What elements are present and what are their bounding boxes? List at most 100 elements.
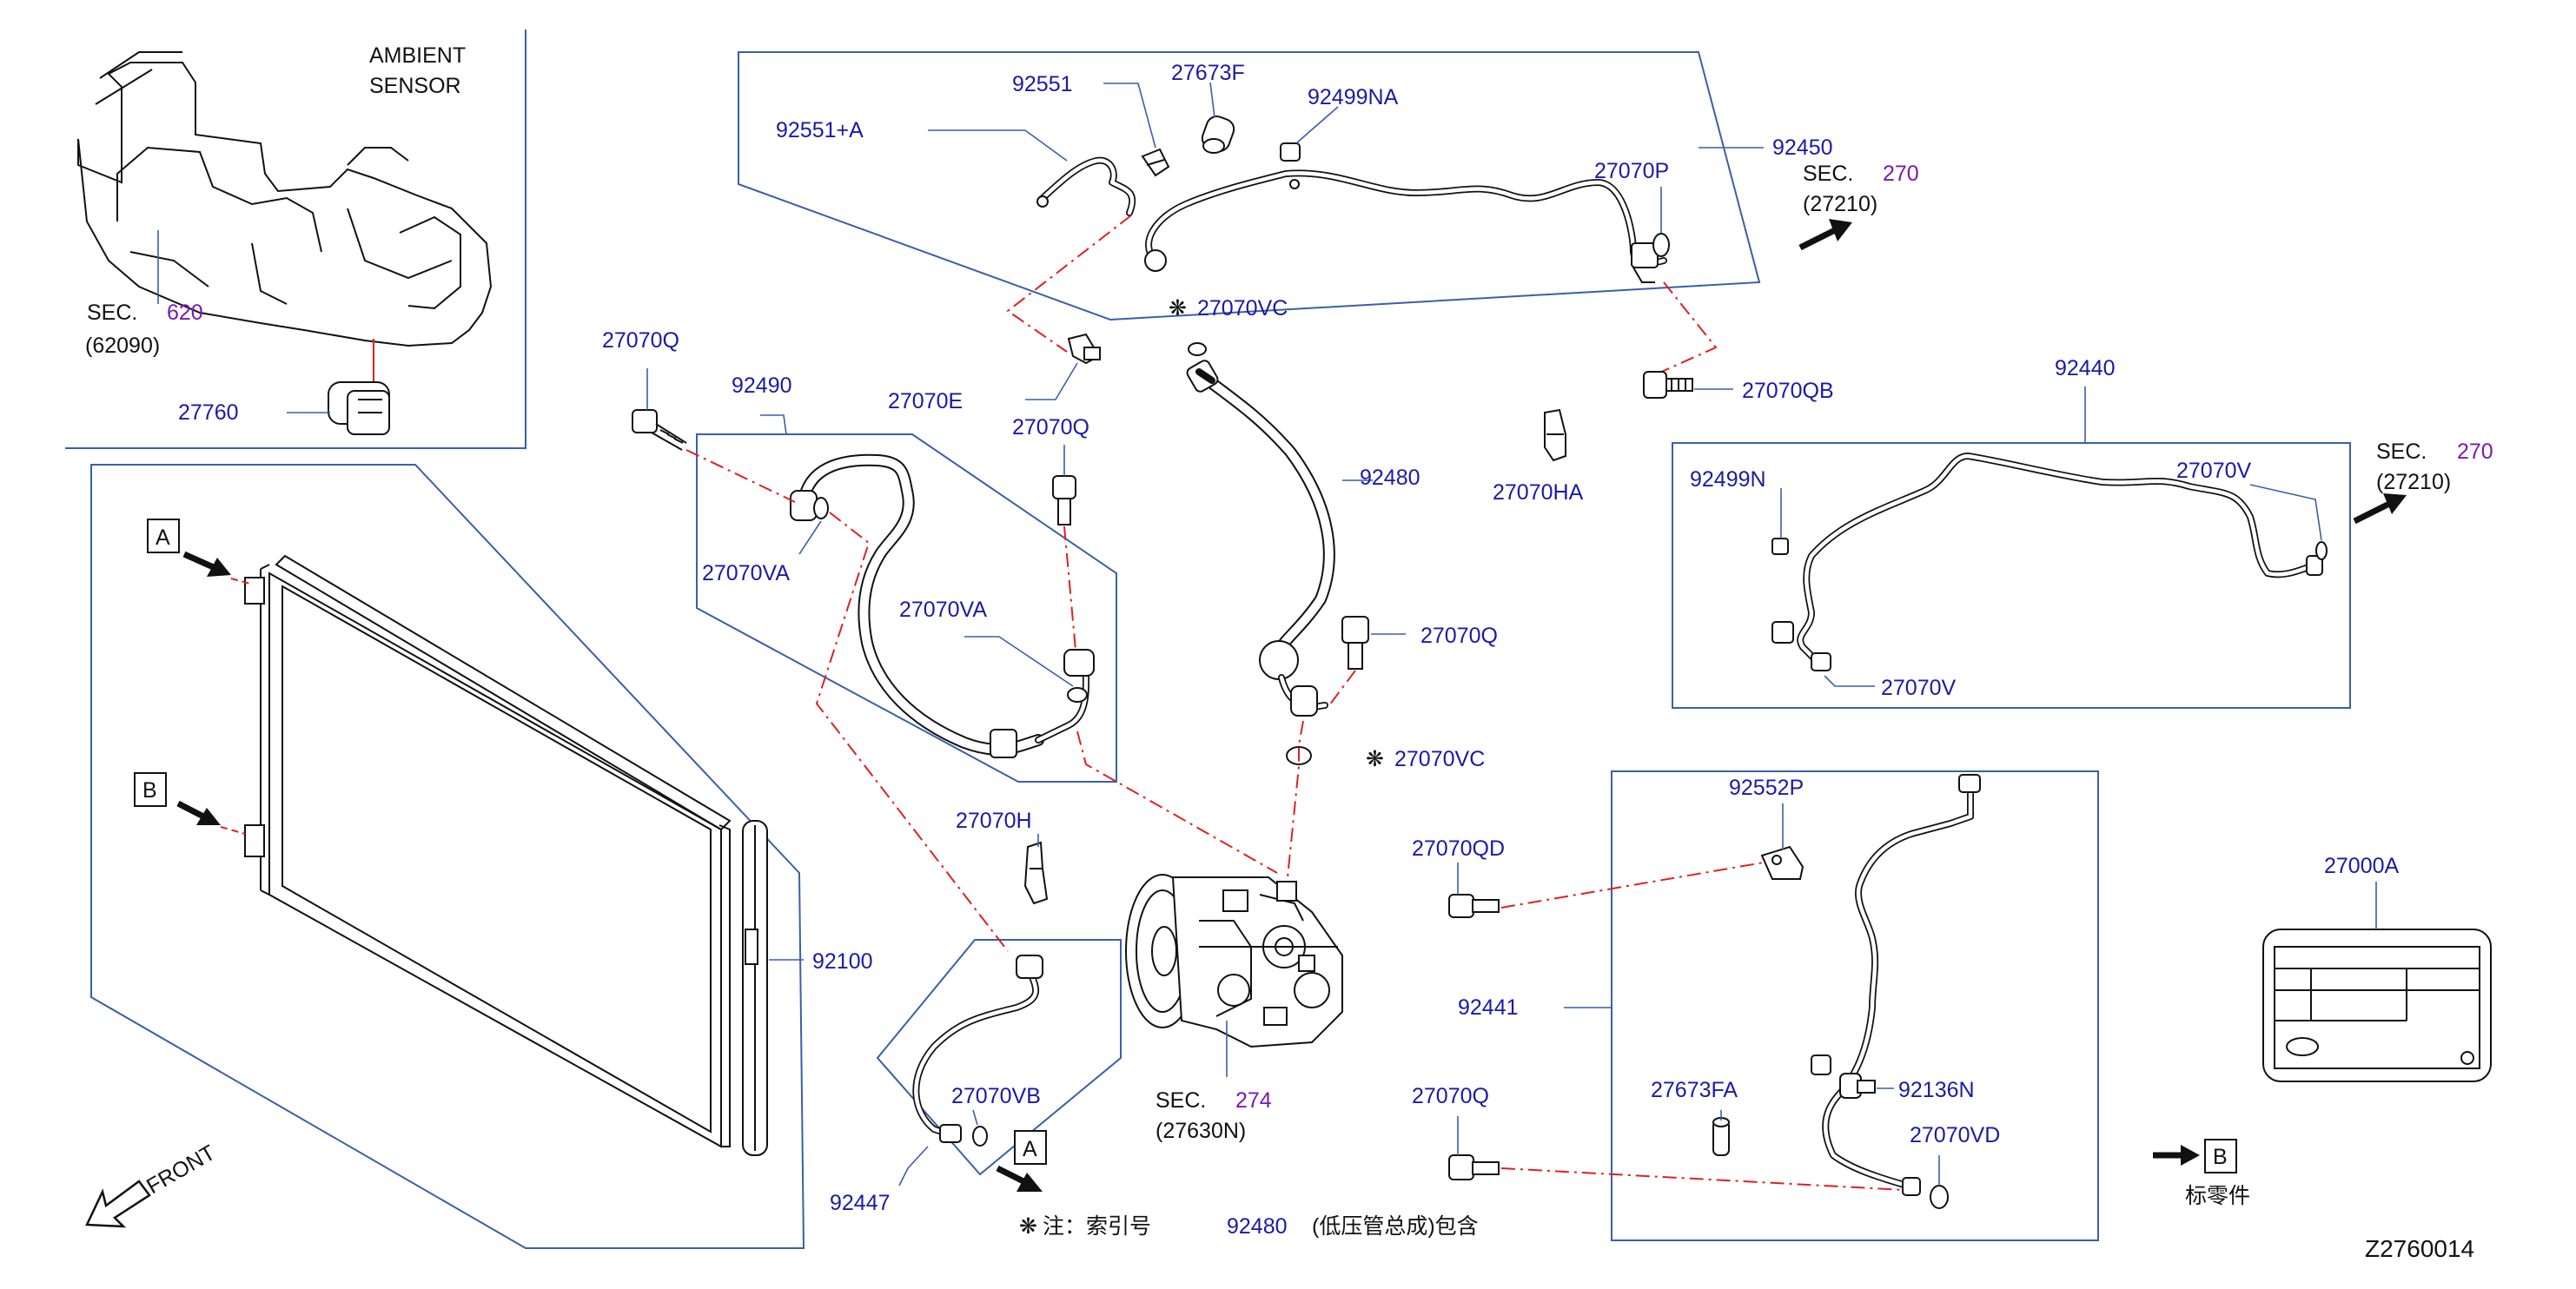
bolt-27070Q-a-drawing (632, 409, 687, 451)
part-27000A: 27000A (2324, 854, 2400, 878)
frame-tube-92440 (1672, 442, 2351, 709)
part-27070E: 27070E (888, 389, 963, 413)
part-92447: 92447 (830, 1191, 891, 1215)
bolt-27070QD-drawing (1448, 894, 1500, 918)
cap-92499N-drawing (1771, 538, 1789, 555)
leader-27673F (1209, 82, 1215, 118)
leader-92551A-b (1024, 129, 1068, 162)
oring-27070VB-drawing (972, 1126, 988, 1147)
part-92440: 92440 (2055, 356, 2116, 380)
oring-27070VA-b-drawing (1067, 687, 1088, 703)
arrow-sec270-mid (2353, 493, 2407, 525)
bolt-27070Q-c-drawing (1341, 616, 1369, 670)
svg-text:270: 270 (1883, 162, 1919, 186)
tube-92440-drawing (1771, 453, 2323, 671)
phantom-27070QD-92552P (1500, 862, 1765, 909)
snowflake-27070VC-top-icon: ❋ (1169, 296, 1187, 321)
footnote-prefix: 注：索引号 (1043, 1214, 1151, 1239)
part-27070Q-c: 27070Q (1420, 624, 1498, 648)
part-92441: 92441 (1458, 995, 1519, 1020)
bracket-92552P-drawing (1760, 845, 1805, 880)
phantom-27070Q-b-92490 (1063, 526, 1076, 651)
marker-b-condenser: B (134, 772, 167, 807)
oring-27070VD-drawing (1930, 1185, 1949, 1209)
arrow-sec270-top (1798, 219, 1852, 251)
front-arrow-icon (85, 1180, 151, 1228)
hose-92480-drawing (1186, 360, 1335, 717)
clip-27070H-drawing (1023, 841, 1049, 905)
arrow-a-lower (996, 1165, 1043, 1192)
leader-27070VB (972, 1109, 978, 1126)
svg-text:(27630N): (27630N) (1156, 1119, 1246, 1143)
part-27760: 27760 (178, 400, 239, 425)
arrow-b-legend (2153, 1145, 2200, 1166)
frame-hose-92450 (738, 51, 1761, 321)
svg-text:620: 620 (167, 301, 203, 325)
part-27070VC-bot: 27070VC (1394, 747, 1485, 771)
svg-text:B: B (2213, 1145, 2228, 1169)
arrow-a-condenser (182, 551, 231, 577)
part-92499NA: 92499NA (1308, 85, 1399, 109)
part-27070QB: 27070QB (1742, 379, 1834, 403)
leader-92490 (760, 414, 787, 435)
valve-92136N-drawing (1839, 1073, 1876, 1099)
svg-text:❋: ❋ (1019, 1214, 1037, 1239)
svg-text:274: 274 (1235, 1088, 1272, 1113)
part-27070VB: 27070VB (951, 1084, 1041, 1108)
svg-text:SEC.: SEC. (1803, 162, 1853, 186)
leader-27070V-a (2249, 484, 2322, 541)
frame-hose-92490 (696, 433, 1117, 783)
part-92552P: 92552P (1729, 776, 1804, 800)
leader-27070E (1025, 362, 1078, 400)
svg-text:SEC.: SEC. (2376, 440, 2427, 464)
part-27070H: 27070H (956, 809, 1032, 833)
part-92551: 92551 (1012, 72, 1073, 96)
frame-condenser-92100 (90, 464, 805, 1249)
part-92551A: 92551+A (776, 118, 864, 142)
marker-b-legend: B (2204, 1139, 2237, 1173)
phantom-27070Q-c-92480 (1328, 670, 1356, 706)
phantom-b-condenser (220, 826, 246, 835)
condenser-92100-drawing (244, 554, 768, 1156)
oring-27070P-drawing (1652, 233, 1670, 257)
part-27070VA-a: 27070VA (702, 561, 790, 585)
label-27000A-drawing (2262, 929, 2492, 1082)
leader-27070V-b (1824, 675, 1875, 687)
frame-tube-92447 (876, 939, 1122, 1176)
leader-27070VA-b (964, 636, 1074, 687)
svg-text:A: A (1023, 1137, 1037, 1161)
part-27070VC-top: 27070VC (1197, 296, 1288, 321)
part-92499N: 92499N (1690, 467, 1766, 492)
section-ref-270-mid: SEC. 270 (27210) (2376, 440, 2493, 494)
oring-27070V-a-drawing (2315, 541, 2328, 560)
frame-ambient-sensor (65, 30, 526, 449)
part-27070QD: 27070QD (1412, 836, 1505, 861)
phantom-27070Q-d-92441 (1500, 1167, 1905, 1191)
part-92490: 92490 (732, 373, 792, 398)
bolt-27070QB-drawing (1643, 371, 1693, 399)
part-27673FA: 27673FA (1651, 1078, 1738, 1102)
ambient-sensor-bracket-drawing (77, 51, 493, 347)
hose-92490-drawing (790, 453, 1095, 758)
leader-92447 (898, 1146, 929, 1187)
clip-92551A-drawing (1036, 156, 1136, 216)
phantom-27070VA-a-92447 (815, 512, 1009, 952)
section-ref-274: SEC. 274 (27630N) (1156, 1088, 1272, 1143)
svg-text:(62090): (62090) (85, 334, 160, 358)
part-27070P: 27070P (1594, 159, 1669, 183)
phantom-a-condenser (230, 578, 251, 585)
part-27070Q-d: 27070Q (1412, 1084, 1489, 1108)
part-27070V-b: 27070V (1881, 676, 1957, 700)
tube-92447-drawing (912, 955, 1043, 1143)
bolt-27070Q-b-drawing (1052, 475, 1076, 526)
ambient-sensor-27760-drawing (328, 381, 390, 435)
svg-text:❋: ❋ (1366, 747, 1384, 771)
leader-92499NA (1295, 106, 1339, 144)
svg-text:B: B (142, 778, 157, 803)
front-label: FRONT (142, 1140, 220, 1199)
section-ref-270-top: SEC. 270 (27210) (1803, 162, 1919, 216)
bolt-27070Q-d-drawing (1448, 1154, 1500, 1180)
svg-text:(27210): (27210) (1803, 192, 1877, 216)
part-27070V-a: 27070V (2176, 459, 2252, 483)
part-92136N: 92136N (1898, 1078, 1975, 1102)
